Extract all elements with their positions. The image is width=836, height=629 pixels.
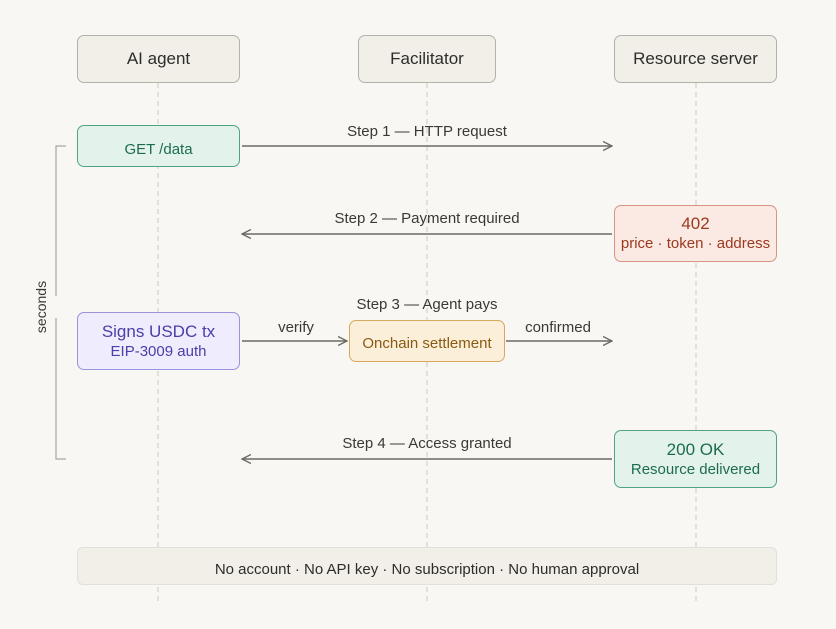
payment-details: price · token · address [620,235,771,253]
get-data-box: GET /data [77,125,240,167]
eip-3009-label: EIP-3009 auth [110,342,207,360]
status-200: 200 OK [666,439,725,459]
signs-usdc-label: Signs USDC tx [101,321,216,341]
access-granted-box: 200 OK Resource delivered [614,430,777,488]
onchain-settlement-label: Onchain settlement [362,335,492,353]
timing-label: seconds [33,280,49,334]
resource-delivered-label: Resource delivered [630,460,761,478]
actor-resource-server-label: Resource server [633,49,758,68]
onchain-settlement-box: Onchain settlement [349,320,505,362]
actor-ai-agent-label: AI agent [126,49,191,68]
step1-label: Step 1 — HTTP request [347,123,507,140]
footer-banner: No account · No API key · No subscriptio… [77,547,777,585]
actor-resource-server: Resource server [614,35,777,83]
status-402: 402 [681,214,710,234]
signs-usdc-box: Signs USDC tx EIP-3009 auth [77,312,240,370]
verify-label: verify [278,319,314,336]
step2-label: Step 2 — Payment required [334,210,520,227]
actor-facilitator: Facilitator [358,35,496,83]
actor-facilitator-label: Facilitator [390,49,464,68]
actor-ai-agent: AI agent [77,35,240,83]
timing-bracket [55,145,66,460]
payment-required-box: 402 price · token · address [614,205,777,262]
step4-label: Step 4 — Access granted [342,435,512,452]
footer-text: No account · No API key · No subscriptio… [214,561,640,579]
confirmed-label: confirmed [525,319,591,336]
get-data-label: GET /data [124,141,193,159]
step3-label: Step 3 — Agent pays [356,296,498,313]
